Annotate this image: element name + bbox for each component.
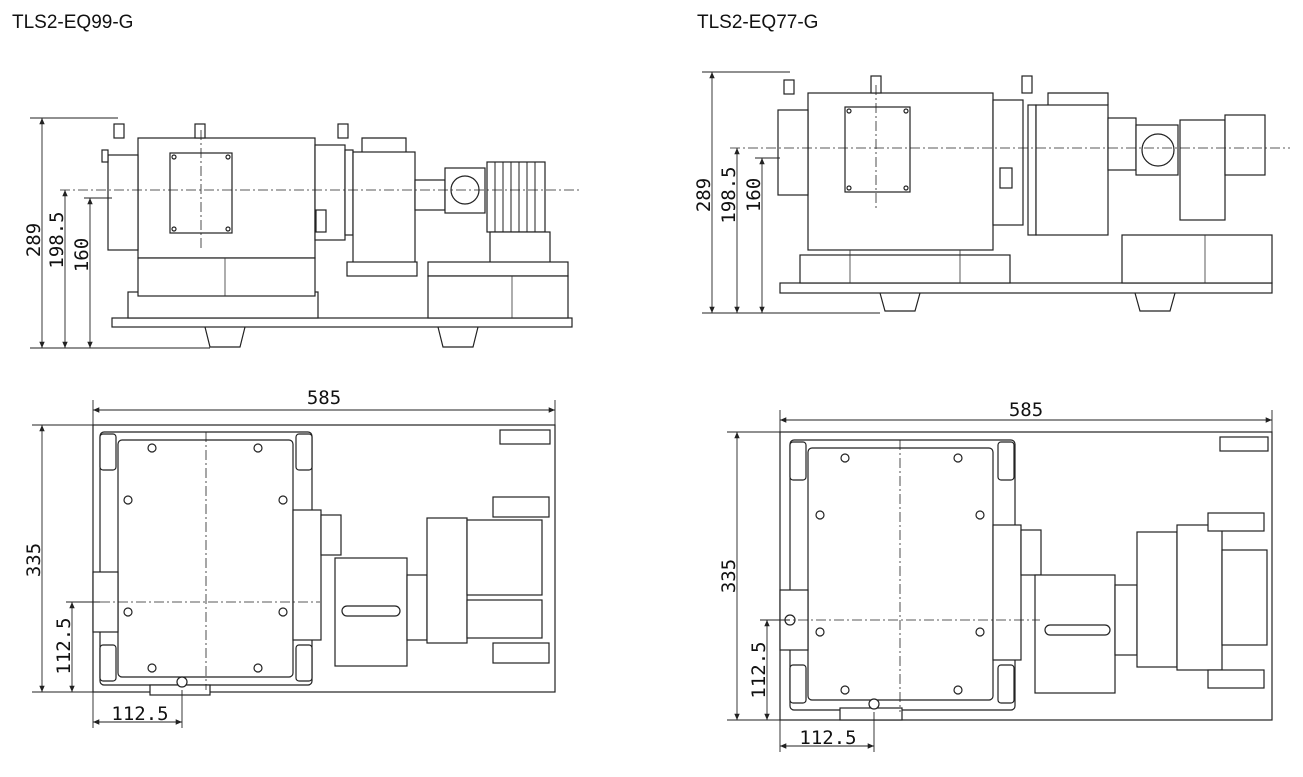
dim-289: 289 (23, 223, 45, 257)
dim-198-5: 198.5 (718, 166, 740, 223)
micrometer-knobs (783, 75, 1033, 95)
dim-585: 585 (307, 387, 341, 409)
dim-198-5: 198.5 (46, 211, 68, 268)
dim-112-5-vertical: 112.5 (748, 641, 770, 698)
dim-160: 160 (71, 238, 93, 272)
dim-335: 335 (718, 559, 740, 593)
dim-289: 289 (693, 178, 715, 212)
dim-112-5-vertical: 112.5 (53, 617, 75, 674)
dim-160: 160 (743, 178, 765, 212)
dim-112-5-horizontal: 112.5 (799, 727, 856, 749)
heatsink-fins (494, 162, 536, 232)
eq77-side-view: 289 198.5 160 (693, 71, 1290, 314)
micrometer-knobs (113, 123, 349, 139)
eq99-side-view: 289 198.5 160 (23, 117, 580, 349)
chamber-bolts (123, 443, 288, 673)
dim-112-5-horizontal: 112.5 (111, 703, 168, 725)
eq99-top-view: 585 335 112.5 112.5 (23, 387, 556, 728)
chamber-bolts (815, 453, 985, 695)
eq77-top-view: 585 335 112.5 112.5 (718, 399, 1273, 752)
dim-585: 585 (1009, 399, 1043, 421)
dim-335: 335 (23, 543, 45, 577)
model-title-eq77: TLS2-EQ77-G (697, 12, 819, 33)
model-title-eq99: TLS2-EQ99-G (12, 12, 134, 33)
